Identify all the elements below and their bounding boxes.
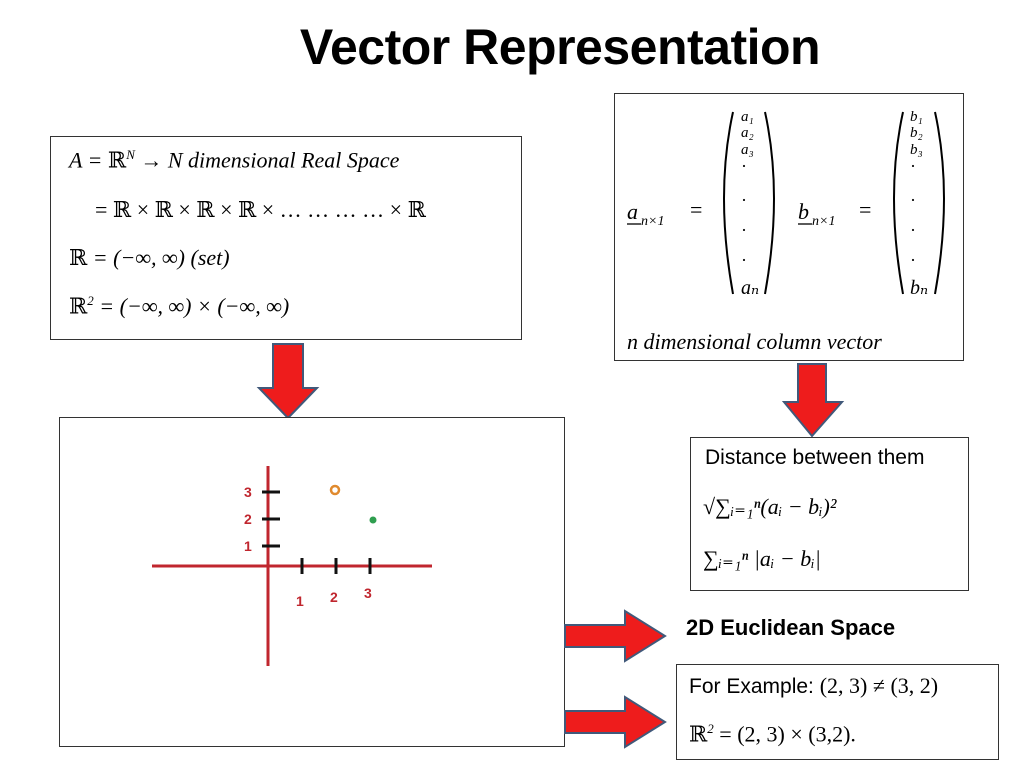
- b-vector-entry-1: b₂: [910, 125, 923, 141]
- right-arrow-top-shape: [564, 609, 667, 663]
- coordinate-plot-svg: 1 2 3 1 2 3: [152, 466, 432, 666]
- slide-title: Vector Representation: [299, 19, 821, 75]
- down-arrow-left: [256, 343, 320, 420]
- x-tick-label-1: 1: [296, 593, 304, 609]
- example-box: For Example: (2, 3) ≠ (3, 2) ℝ2 = (2, 3)…: [676, 664, 999, 760]
- real-space-definition-box: A = ℝN → N dimensional Real Space = ℝ × …: [50, 136, 522, 340]
- manhattan-distance-formula: ∑ᵢ₌₁ⁿ |aᵢ − bᵢ|: [703, 546, 821, 571]
- b-vector-entry-2: b₃: [910, 142, 923, 158]
- real-space-line-1: A = ℝN → N dimensional Real Space: [69, 147, 399, 173]
- b-left-paren: [893, 111, 904, 295]
- b-vector-subscript: n×1: [812, 214, 835, 229]
- real-space-line-4: ℝ2 = (−∞, ∞) × (−∞, ∞): [69, 293, 289, 319]
- line4-rhs: = (−∞, ∞) × (−∞, ∞): [93, 293, 290, 319]
- real-space-line-2: = ℝ × ℝ × ℝ × ℝ × … … … … × ℝ: [95, 197, 426, 222]
- point-green: [369, 516, 377, 524]
- line3-real-symbol: ℝ: [69, 245, 88, 270]
- x-tick-label-2: 2: [330, 589, 338, 605]
- line1-rhs: → N dimensional Real Space: [134, 147, 400, 173]
- b-vector-entry-4: ·: [910, 190, 916, 210]
- a-vector-entry-5: ·: [741, 220, 747, 240]
- example-line-2: ℝ2 = (2, 3) × (3,2).: [689, 721, 856, 747]
- b-vector-entry-7: bₙ: [910, 277, 928, 299]
- a-vector-label: a: [627, 199, 638, 224]
- column-vector-caption: n dimensional column vector: [627, 329, 882, 354]
- a-vector-entry-2: a₃: [741, 142, 754, 158]
- b-vector-entry-3: ·: [910, 156, 916, 176]
- example-real-symbol: ℝ: [689, 721, 708, 747]
- example-exponent: 2: [707, 721, 714, 736]
- a-vector-entry-4: ·: [741, 190, 747, 210]
- b-vector-entry-6: ·: [910, 250, 916, 270]
- line3-rhs: = (−∞, ∞) (set): [87, 245, 230, 270]
- real-space-line-3: ℝ = (−∞, ∞) (set): [69, 245, 230, 271]
- a-equals-sign: =: [690, 197, 702, 222]
- b-vector-entry-5: ·: [910, 220, 916, 240]
- right-arrow-bottom: [564, 695, 667, 749]
- a-right-paren: [764, 111, 775, 295]
- a-vector-entry-7: aₙ: [741, 277, 759, 299]
- a-left-paren: [723, 111, 734, 295]
- a-vector-subscript: n×1: [641, 214, 664, 229]
- distance-label: Distance between them: [705, 446, 925, 469]
- example-expr-2: = (2, 3) × (3,2).: [713, 721, 856, 747]
- line1-exponent: N: [126, 147, 135, 162]
- y-tick-label-3: 3: [244, 484, 252, 500]
- line4-exponent: 2: [87, 293, 94, 308]
- x-tick-label-3: 3: [364, 585, 372, 601]
- y-tick-label-1: 1: [244, 538, 252, 554]
- example-line-1: For Example: (2, 3) ≠ (3, 2): [689, 673, 938, 699]
- euclidean-space-label: 2D Euclidean Space: [686, 615, 896, 640]
- right-arrow-bottom-shape: [564, 695, 667, 749]
- b-right-paren: [934, 111, 945, 295]
- point-orange: [329, 484, 341, 496]
- example-label: For Example:: [689, 675, 820, 698]
- down-arrow-left-shape: [256, 343, 320, 420]
- euclidean-distance-formula: √∑ᵢ₌₁ⁿ(aᵢ − bᵢ)²: [703, 494, 837, 519]
- line4-real-symbol: ℝ: [69, 293, 88, 319]
- example-expr-1: (2, 3) ≠ (3, 2): [819, 673, 939, 698]
- y-tick-label-2: 2: [244, 511, 252, 527]
- down-arrow-right: [781, 363, 845, 438]
- b-vector-entry-0: b₁: [910, 109, 923, 125]
- a-vector-entry-3: ·: [741, 156, 747, 176]
- down-arrow-right-shape: [781, 363, 845, 438]
- a-vector-entry-0: a₁: [741, 109, 754, 125]
- right-arrow-top: [564, 609, 667, 663]
- line1-lhs: A =: [69, 147, 108, 173]
- line1-real-symbol: ℝ: [107, 147, 127, 173]
- b-equals-sign: =: [859, 197, 871, 222]
- coordinate-plot-box: 1 2 3 1 2 3: [59, 417, 565, 747]
- a-vector-entry-6: ·: [741, 250, 747, 270]
- b-vector-label: b: [798, 199, 809, 224]
- a-vector-entry-1: a₂: [741, 125, 754, 141]
- distance-box: Distance between them √∑ᵢ₌₁ⁿ(aᵢ − bᵢ)² ∑…: [690, 437, 969, 591]
